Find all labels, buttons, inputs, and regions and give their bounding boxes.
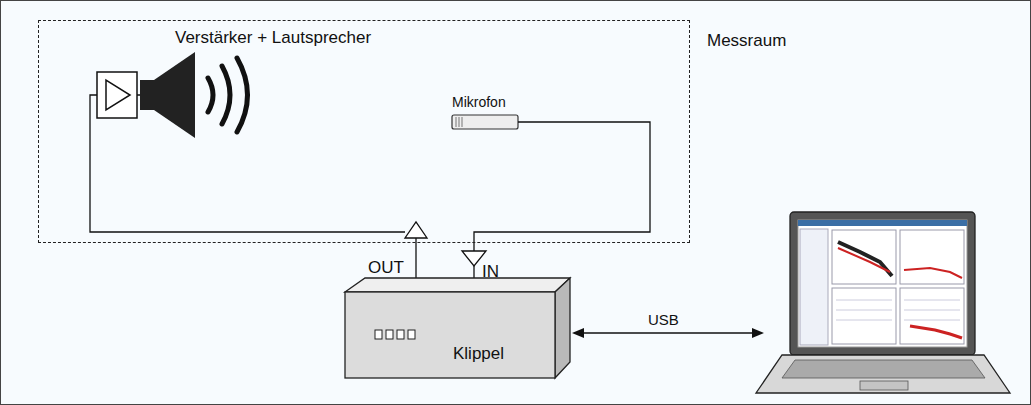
out-connector [405, 222, 427, 238]
device-leds [375, 330, 415, 339]
amplifier-symbol [106, 80, 130, 110]
laptop [756, 212, 1010, 393]
node-text: Klippel [453, 344, 504, 364]
component-label: Mikrofon [452, 94, 506, 110]
usb-link [572, 328, 764, 338]
signal-name: IN [482, 262, 499, 282]
microphone [452, 115, 518, 129]
measurement-room: Messraum [38, 20, 690, 243]
speaker-magnet [140, 80, 154, 110]
input-wire [474, 122, 650, 251]
interface-label: USB [648, 311, 679, 328]
device-front [345, 292, 555, 378]
signal-name: OUT [368, 258, 404, 278]
device-top [345, 278, 570, 292]
speaker-cone [154, 52, 195, 138]
component-label: Verstärker + Lautsprecher [175, 28, 371, 48]
node-text: Messraum [707, 31, 786, 51]
sound-waves [208, 58, 248, 132]
analyzer-box: Klippel [345, 292, 555, 378]
microphone-grille [456, 117, 462, 127]
output-wire [90, 95, 405, 232]
device-side [555, 278, 570, 378]
amplifier-box [97, 72, 137, 118]
